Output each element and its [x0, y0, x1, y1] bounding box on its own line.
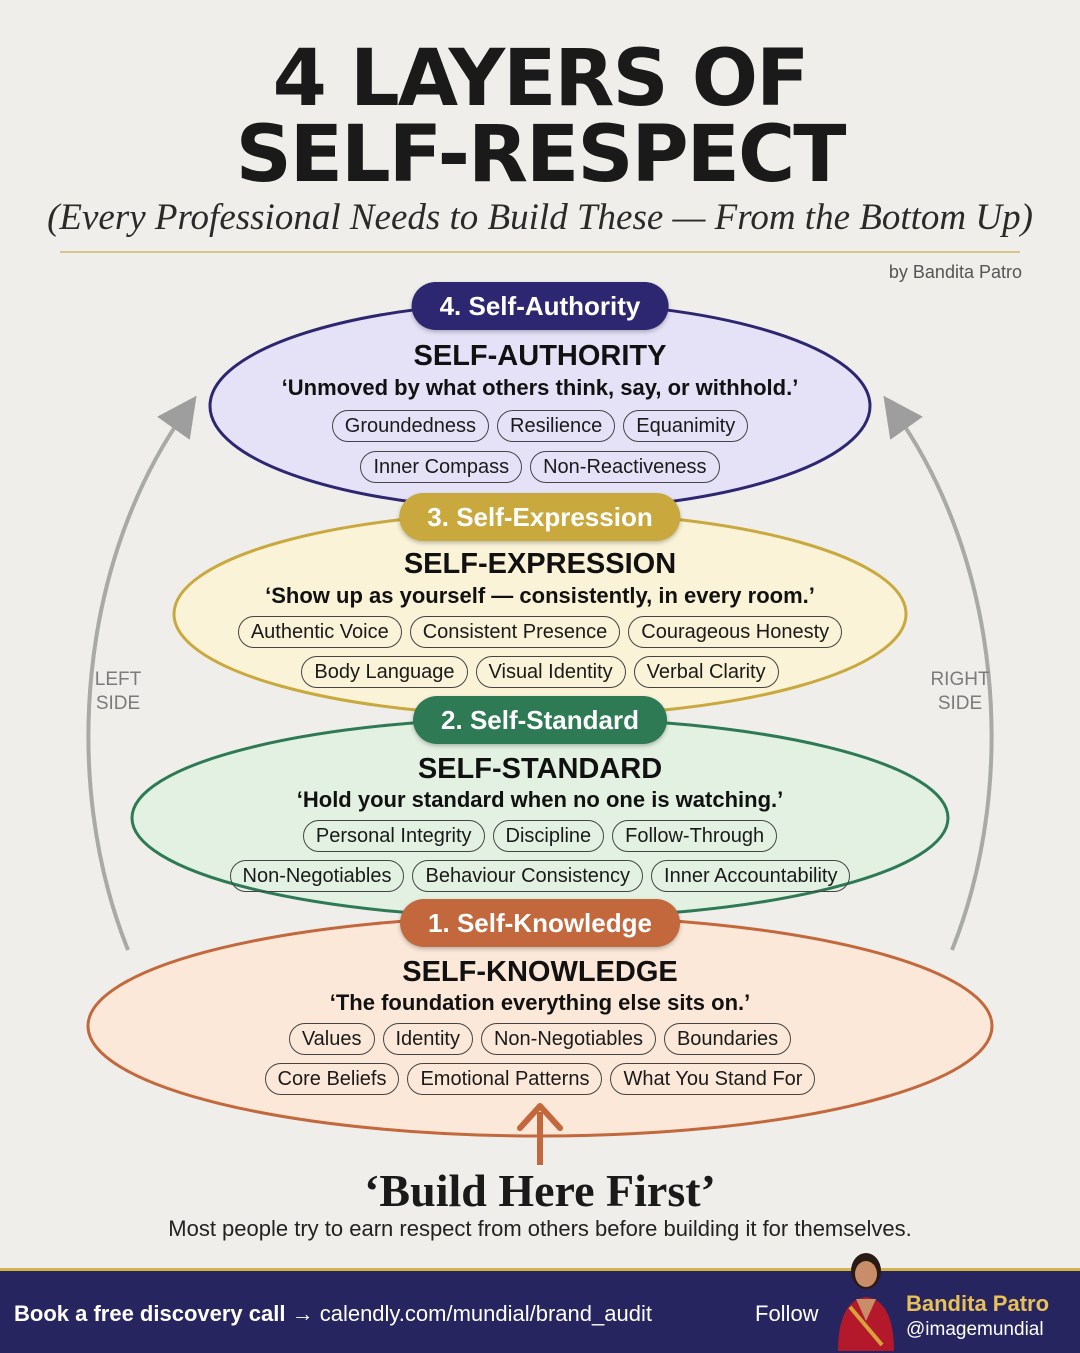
layer-3-pill: 3. Self-Expression: [399, 493, 681, 541]
brand-name: Bandita Patro: [906, 1291, 1050, 1316]
discovery-call-link[interactable]: Book a free discovery call → calendly.co…: [14, 1301, 652, 1327]
layer-2-tags-row-1: Personal Integrity Discipline Follow-Thr…: [0, 820, 1080, 852]
tag: Equanimity: [623, 410, 749, 442]
brand-handle[interactable]: @imagemundial: [906, 1319, 1044, 1340]
layer-3-tags-row-1: Authentic Voice Consistent Presence Cour…: [0, 616, 1080, 648]
title-line-1: 4 LAYERS OF: [272, 34, 810, 124]
layer-2-pill: 2. Self-Standard: [413, 696, 667, 744]
left-curved-arrow-icon: [86, 395, 197, 951]
layer-1-heading: SELF-KNOWLEDGE: [402, 956, 678, 988]
bottom-note: Most people try to earn respect from oth…: [168, 1216, 912, 1241]
follow-label: Follow: [755, 1301, 819, 1326]
layer-4-pill: 4. Self-Authority: [411, 282, 669, 330]
tag: Follow-Through: [612, 820, 778, 852]
tag: What You Stand For: [610, 1063, 816, 1095]
cta-url[interactable]: → calendly.com/mundial/brand_audit: [291, 1301, 652, 1326]
tag: Non-Reactiveness: [530, 451, 720, 483]
tag: Consistent Presence: [409, 616, 621, 648]
up-arrow-icon: [517, 1103, 563, 1165]
build-here-headline: ‘Build Here First’: [364, 1165, 716, 1216]
tag: Values: [288, 1023, 375, 1055]
layer-1-tags-row-2: Core Beliefs Emotional Patterns What You…: [0, 1063, 1080, 1095]
tag: Discipline: [492, 820, 605, 852]
tag: Visual Identity: [475, 656, 626, 688]
tag: Core Beliefs: [264, 1063, 400, 1095]
layer-4-heading: SELF-AUTHORITY: [413, 340, 667, 372]
layer-4-tags-row-1: Groundedness Resilience Equanimity: [0, 410, 1080, 442]
tag: Behaviour Consistency: [412, 860, 644, 892]
layer-2-heading: SELF-STANDARD: [417, 753, 663, 785]
tag: Resilience: [497, 410, 616, 442]
cta-bold: Book a free discovery call: [14, 1301, 286, 1326]
tag: Inner Accountability: [651, 860, 851, 892]
layer-4-tags-row-2: Inner Compass Non-Reactiveness: [0, 451, 1080, 483]
tag: Inner Compass: [360, 451, 523, 483]
footer-bar: Book a free discovery call → calendly.co…: [0, 1253, 1080, 1353]
tag: Emotional Patterns: [407, 1063, 603, 1095]
layer-3-quote: ‘Show up as yourself — consistently, in …: [265, 583, 815, 608]
tag: Boundaries: [663, 1023, 792, 1055]
layer-1-tags-row-1: Values Identity Non-Negotiables Boundari…: [0, 1023, 1080, 1055]
layer-2-quote: ‘Hold your standard when no one is watch…: [296, 787, 784, 812]
avatar: [838, 1253, 894, 1351]
layer-1-pill: 1. Self-Knowledge: [400, 899, 680, 947]
layer-4-quote: ‘Unmoved by what others think, say, or w…: [281, 375, 799, 400]
tag: Non-Negotiables: [480, 1023, 656, 1055]
tag: Courageous Honesty: [628, 616, 843, 648]
layer-2-tags-row-2: Non-Negotiables Behaviour Consistency In…: [0, 860, 1080, 892]
right-curved-arrow-icon: [883, 395, 994, 951]
tag: Non-Negotiables: [229, 860, 405, 892]
tag: Groundedness: [331, 410, 489, 442]
divider: [60, 251, 1020, 253]
tag: Authentic Voice: [237, 616, 402, 648]
byline: by Bandita Patro: [888, 262, 1022, 282]
tag: Personal Integrity: [302, 820, 485, 852]
title-line-2: SELF-RESPECT: [235, 110, 847, 200]
layer-3-heading: SELF-EXPRESSION: [403, 548, 677, 580]
layer-3-tags-row-2: Body Language Visual Identity Verbal Cla…: [0, 656, 1080, 688]
tag: Body Language: [301, 656, 468, 688]
subtitle: (Every Professional Needs to Build These…: [47, 197, 1033, 238]
tag: Verbal Clarity: [633, 656, 779, 688]
layer-1-quote: ‘The foundation everything else sits on.…: [329, 990, 751, 1015]
tag: Identity: [382, 1023, 473, 1055]
